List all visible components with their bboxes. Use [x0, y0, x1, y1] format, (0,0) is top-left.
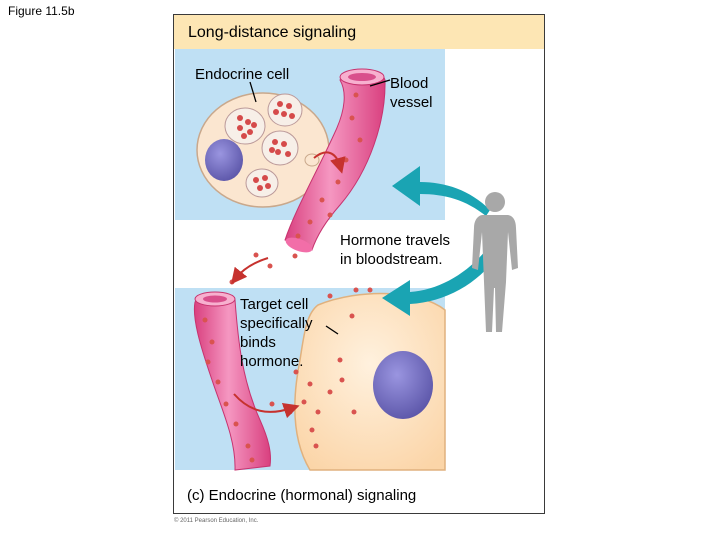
figure-label: Figure 11.5b [8, 4, 75, 18]
panel-header: Long-distance signaling [174, 15, 544, 49]
label-target-line2: specifically [240, 315, 313, 332]
label-endocrine-cell: Endocrine cell [195, 66, 290, 83]
endocrine-nucleus [205, 139, 243, 181]
human-silhouette [472, 192, 518, 332]
diagram-panel: Long-distance signaling [173, 14, 545, 514]
endocrine-cell [196, 92, 330, 208]
panel-title: Long-distance signaling [188, 24, 357, 41]
label-target-cell: Target cell specifically binds hormone. [240, 295, 313, 371]
hormone-binding-arrow [233, 393, 300, 419]
copyright-notice: © 2011 Pearson Education, Inc. [174, 518, 259, 524]
target-nucleus [373, 351, 433, 419]
label-blood-vessel: Blood vessel [390, 74, 433, 112]
hormone-exit-arrow [231, 257, 269, 285]
leader-blood-vessel [369, 79, 391, 87]
label-hormone-travels: Hormone travels in bloodstream. [340, 231, 450, 269]
leader-target [325, 325, 339, 335]
teal-arrow-bottom [382, 245, 498, 316]
label-hormone-line1: Hormone travels [340, 232, 451, 249]
secretion-arrow [313, 151, 346, 174]
panel-caption: (c) Endocrine (hormonal) signaling [187, 487, 417, 504]
label-target-line3: binds [240, 334, 276, 351]
label-blood-vessel-line2: vessel [390, 94, 433, 111]
label-target-line4: hormone. [240, 353, 304, 370]
target-cell [294, 292, 446, 471]
teal-arrow-top [392, 166, 490, 216]
label-hormone-line2: in bloodstream. [340, 251, 443, 268]
leader-endocrine [249, 81, 257, 103]
blood-vessel-bottom [193, 291, 271, 471]
label-blood-vessel-line1: Blood [390, 75, 429, 92]
label-target-line1: Target cell [240, 296, 309, 313]
